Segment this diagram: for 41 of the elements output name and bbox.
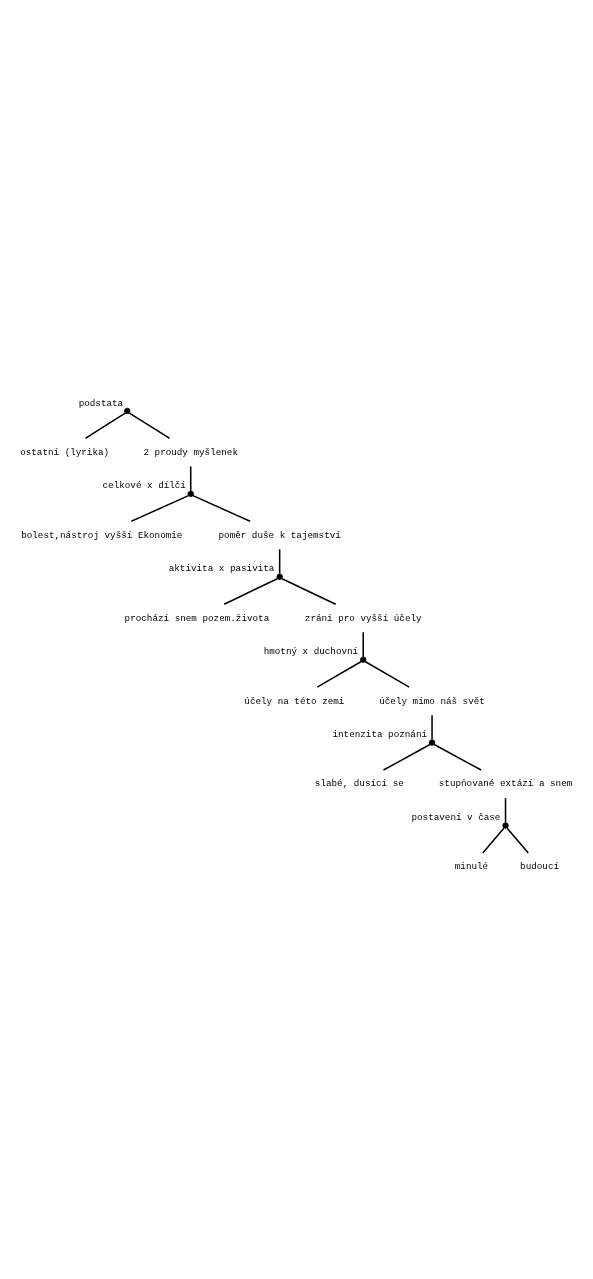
node-label: aktivita x pasivita <box>168 563 275 575</box>
node-label: hmotný x duchovní <box>263 646 359 658</box>
node-text: slabé, dusící se <box>314 778 404 790</box>
connector <box>223 577 279 606</box>
connector <box>316 661 362 688</box>
connector <box>431 714 433 741</box>
node-circle <box>502 822 509 829</box>
node-label: celkové x dílčí <box>102 480 186 492</box>
node-label: podstata <box>78 397 124 409</box>
node-text: účely na této zemi <box>244 695 345 707</box>
node-circle <box>124 407 131 415</box>
node-label: intenzita poznání <box>332 729 428 741</box>
connector <box>281 577 337 606</box>
node-text: účely mimo náš svět <box>379 695 485 707</box>
node-circle <box>428 739 436 746</box>
node-text: 2 proudy myšlenek <box>143 446 238 458</box>
connector <box>130 494 190 523</box>
node-text: ostatní (lyrika) <box>20 446 110 458</box>
node-text: poměr duše k tajemství <box>218 529 341 541</box>
connector <box>192 494 251 523</box>
node-circle <box>276 573 283 580</box>
connector <box>433 743 482 771</box>
node-circle <box>187 490 194 498</box>
node-text: prochází snem pozem.života <box>124 612 270 624</box>
connector <box>278 548 281 575</box>
node-text: minulé <box>454 861 489 873</box>
node-text: stupňované extází a snem <box>438 778 573 790</box>
connector <box>189 465 192 492</box>
connector <box>128 412 171 440</box>
connector <box>382 743 431 771</box>
connector <box>362 631 364 658</box>
node-label: postavení v čase <box>411 812 501 824</box>
connector <box>506 827 530 854</box>
connector <box>84 412 126 440</box>
node-text: zrání pro vyšší účely <box>304 612 422 624</box>
connector <box>482 827 505 854</box>
connector <box>504 797 507 824</box>
connector <box>364 661 410 688</box>
node-text: bolest,nástroj vyšší Ekonomie <box>21 529 183 541</box>
node-circle <box>360 656 367 663</box>
node-text: budoucí <box>520 861 560 873</box>
